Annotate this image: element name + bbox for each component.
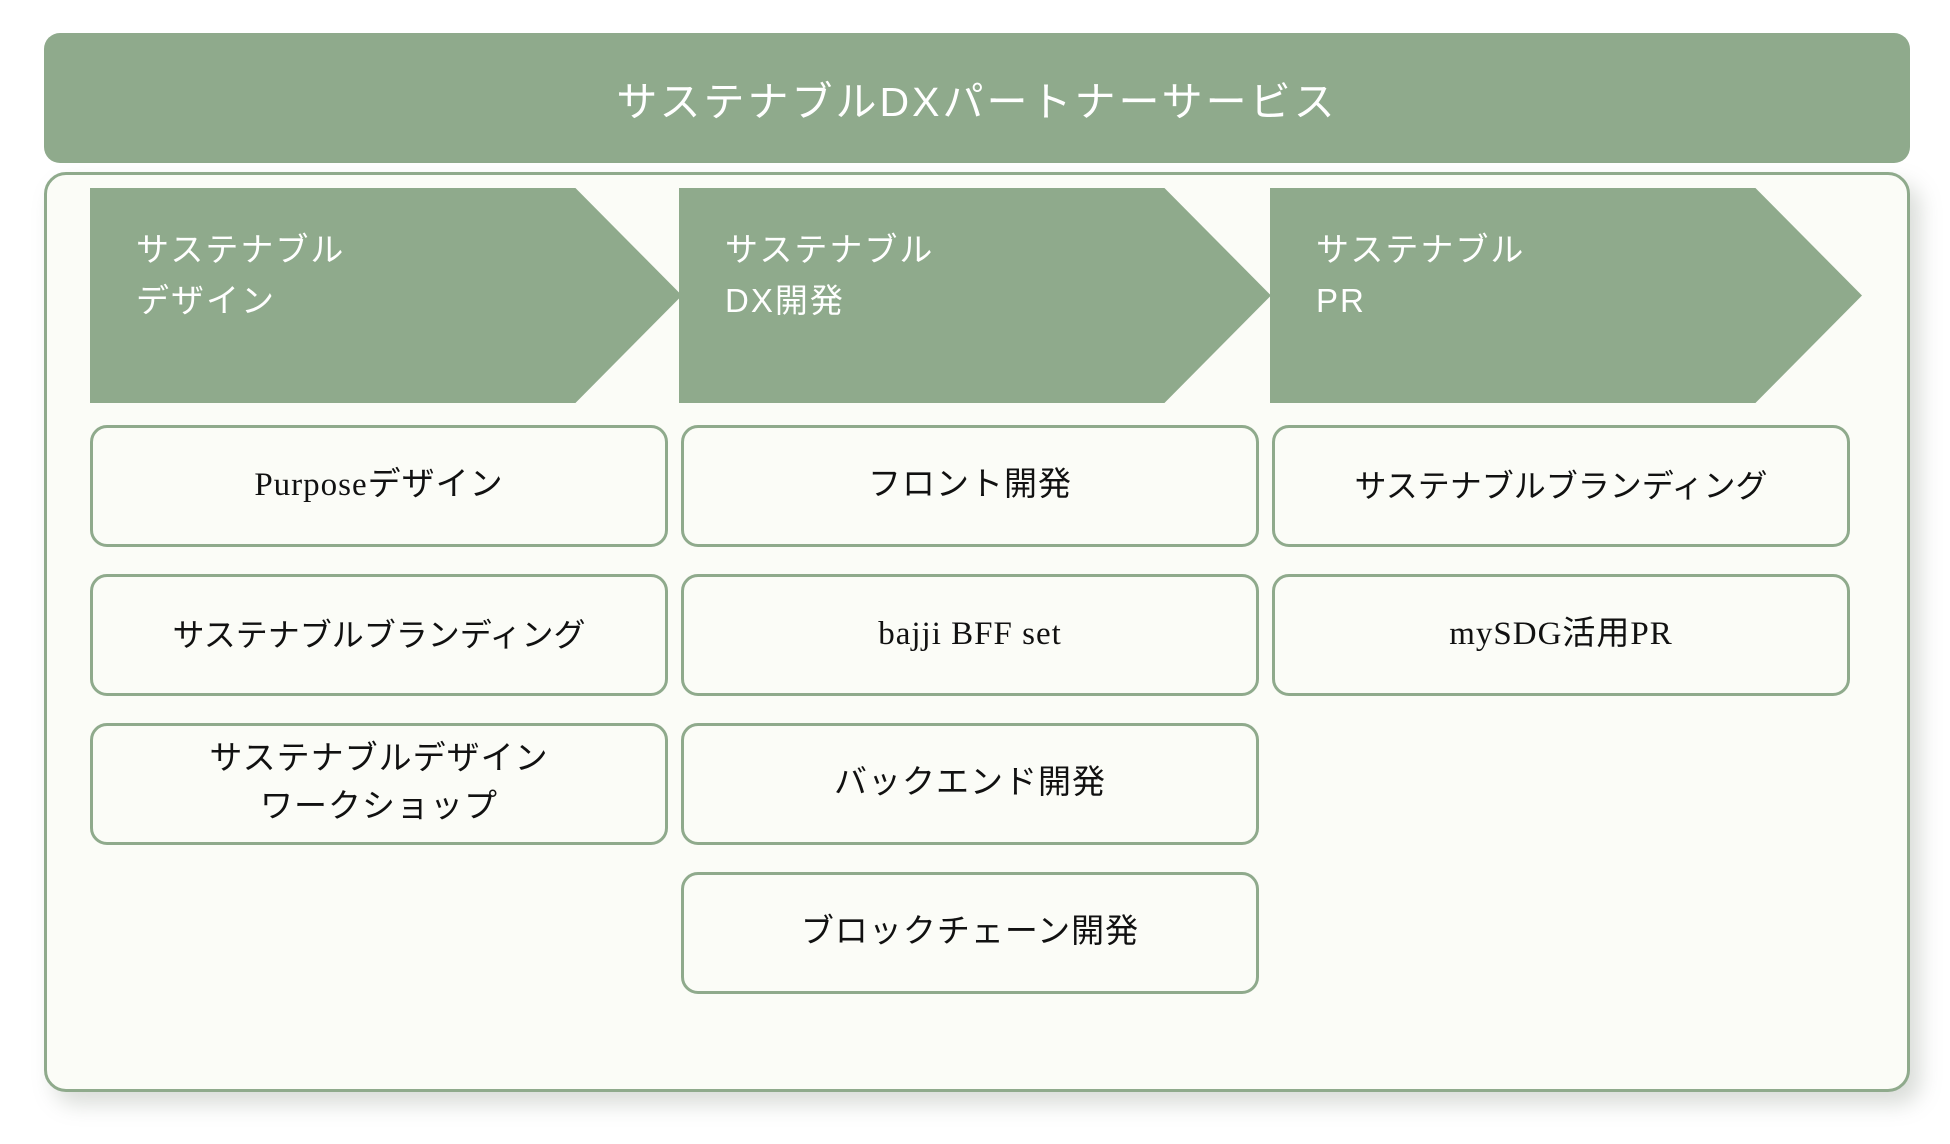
service-item-line1: バックエンド開発: [834, 765, 1106, 802]
phase-arrow-label: サステナブル DX開発: [725, 224, 1271, 326]
service-item-label: mySDG活用PR: [1441, 611, 1681, 659]
phase-arrow-sustainable-pr[interactable]: サステナブル PR: [1270, 188, 1862, 403]
service-item[interactable]: mySDG活用PR: [1272, 574, 1850, 696]
service-item-label: ブロックチェーン開発: [793, 909, 1147, 957]
column-sustainable-pr: サステナブルブランディング mySDG活用PR: [1272, 425, 1850, 723]
column-sustainable-dx-development: フロント開発 bajji BFF set バックエンド開発 ブロックチェーン開発: [681, 425, 1259, 1021]
service-item-line1: Purposeデザイン: [254, 467, 504, 504]
service-item-line1: ブロックチェーン開発: [800, 914, 1140, 951]
phase-arrow-line1: サステナブル: [1316, 231, 1526, 268]
page-title: サステナブルDXパートナーサービス: [616, 79, 1338, 125]
service-item-label: フロント開発: [860, 462, 1080, 510]
service-item-label: サステナブルブランディング: [164, 612, 593, 658]
column-sustainable-design: Purposeデザイン サステナブルブランディング サステナブルデザイン ワーク…: [90, 425, 668, 872]
service-item-line1: サステナブルブランディング: [172, 616, 586, 653]
service-item-line1: フロント開発: [868, 467, 1072, 504]
title-banner: サステナブルDXパートナーサービス: [44, 33, 1910, 163]
service-item-label: Purposeデザイン: [246, 462, 511, 510]
service-item-line1: bajji BFF set: [878, 616, 1062, 653]
service-item-line1: サステナブルブランディング: [1354, 467, 1768, 504]
service-item[interactable]: Purposeデザイン: [90, 425, 668, 547]
service-item-label: バックエンド開発: [826, 760, 1114, 808]
phase-arrow-line2: デザイン: [136, 282, 276, 320]
service-item-label: サステナブルブランディング: [1346, 463, 1775, 509]
service-item-label: サステナブルデザイン ワークショップ: [201, 736, 556, 832]
phase-arrow-label: サステナブル PR: [1316, 224, 1862, 326]
phase-arrow-label: サステナブル デザイン: [136, 224, 682, 326]
service-item[interactable]: フロント開発: [681, 425, 1259, 547]
service-item[interactable]: バックエンド開発: [681, 723, 1259, 845]
phase-arrow-line2: PR: [1316, 282, 1366, 320]
service-item[interactable]: サステナブルブランディング: [90, 574, 668, 696]
phase-arrow-line2: DX開発: [725, 282, 845, 320]
phase-arrow-sustainable-design[interactable]: サステナブル デザイン: [90, 188, 682, 403]
phase-arrow-line1: サステナブル: [725, 231, 935, 268]
service-item[interactable]: ブロックチェーン開発: [681, 872, 1259, 994]
phase-arrow-sustainable-dx-development[interactable]: サステナブル DX開発: [679, 188, 1271, 403]
phase-arrow-row: サステナブル デザイン サステナブル DX開発 サステナブル PR: [44, 188, 1910, 403]
service-item-line1: サステナブルデザイン: [209, 741, 549, 778]
service-columns: Purposeデザイン サステナブルブランディング サステナブルデザイン ワーク…: [44, 425, 1910, 1045]
service-item[interactable]: サステナブルデザイン ワークショップ: [90, 723, 668, 845]
service-item-label: bajji BFF set: [870, 611, 1070, 659]
service-item[interactable]: サステナブルブランディング: [1272, 425, 1850, 547]
service-item-line1: mySDG活用PR: [1449, 616, 1673, 653]
service-item-line2: ワークショップ: [260, 789, 498, 825]
phase-arrow-line1: サステナブル: [136, 231, 346, 268]
service-item[interactable]: bajji BFF set: [681, 574, 1259, 696]
